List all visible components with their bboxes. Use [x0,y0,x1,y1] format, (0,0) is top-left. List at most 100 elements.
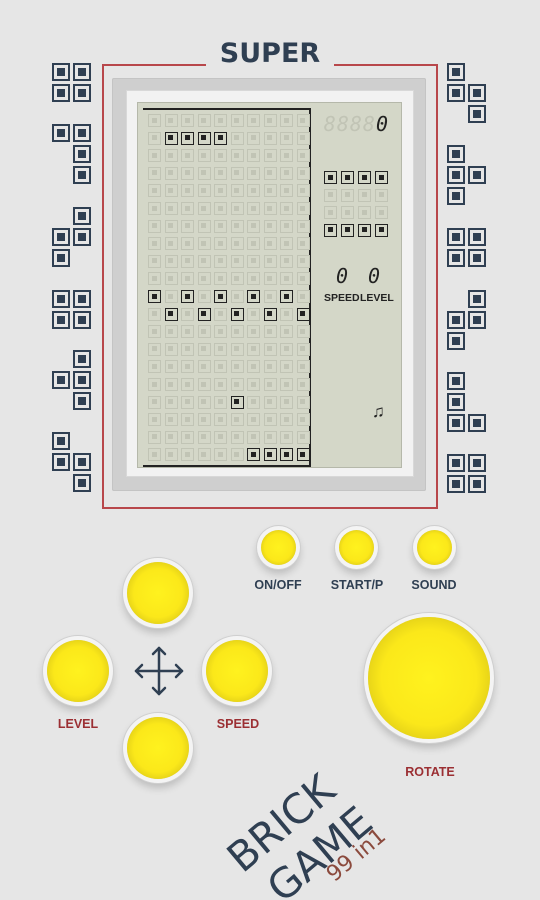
up-button[interactable] [127,562,189,624]
brick-cell [296,149,310,163]
brick-cell [148,149,161,163]
brick-cell [230,448,244,462]
level-value: 0 [368,264,381,288]
decor-brick [447,145,465,163]
next-cell-on [358,171,371,184]
brick-cell [164,342,178,356]
brick-cell [148,184,161,198]
brick-cell [280,378,293,391]
brick-cell [148,430,161,444]
sound-button[interactable] [417,530,452,565]
brick-cell [263,149,277,163]
brick-cell [197,448,211,462]
brick-cell [296,430,310,444]
on-off-button[interactable] [261,530,296,565]
decor-brick [468,454,486,472]
brick-cell [230,430,244,444]
next-cell-on [375,223,388,237]
brick-cell [164,166,178,180]
brick-cell [280,413,293,427]
brick-cell [247,166,260,180]
brick-cell [148,395,161,409]
brick-cell [197,325,211,339]
next-cell-on [324,171,337,184]
decor-brick [468,475,486,493]
next-cell-on [375,171,388,184]
brick-cell [280,184,293,198]
brick-cell [280,254,293,268]
brick-cell [164,254,178,268]
brick-cell [148,413,161,427]
brick-cell [296,237,310,251]
brick-cell [197,360,211,374]
next-cell-on [341,171,354,184]
brick-cell [280,202,293,215]
brick-cell [148,166,161,180]
playfield [143,108,311,467]
brick-cell-on [296,448,310,462]
decor-brick [447,393,465,411]
brick-cell-on [296,307,310,321]
brick-cell-on [214,290,227,303]
decor-brick [73,124,91,142]
brick-cell [247,114,260,127]
next-cell [358,188,371,202]
decor-brick [73,311,91,329]
decor-brick [447,332,465,350]
brick-cell [197,272,211,286]
down-button[interactable] [127,717,189,779]
brick-cell [296,325,310,339]
decor-brick [52,124,70,142]
brick-cell [230,254,244,268]
brick-cell [181,378,194,391]
decor-brick [73,145,91,163]
brick-cell [181,149,194,163]
brick-cell [181,307,194,321]
brick-cell [280,237,293,251]
brick-cell [280,114,293,127]
speed-value: 0 [336,264,349,288]
next-cell [324,206,337,219]
brick-cell [197,184,211,198]
decor-brick [447,249,465,267]
next-cell [341,188,354,202]
brick-cell [296,378,310,391]
brick-cell [197,395,211,409]
brick-cell [214,307,227,321]
brick-cell [197,378,211,391]
brick-cell [296,219,310,233]
decor-brick [447,63,465,81]
brick-cell [197,254,211,268]
brick-cell [263,202,277,215]
brick-cell [197,290,211,303]
decor-brick [447,454,465,472]
decor-brick [73,453,91,471]
decor-brick [52,371,70,389]
brick-cell [280,395,293,409]
brick-cell [263,342,277,356]
brick-cell [230,272,244,286]
brick-cell [197,166,211,180]
brick-cell [214,395,227,409]
decor-brick [447,166,465,184]
decor-brick [73,392,91,410]
decor-brick [73,166,91,184]
brick-cell [181,342,194,356]
brick-cell [197,149,211,163]
brick-cell [214,325,227,339]
decor-brick [468,414,486,432]
brick-cell [197,202,211,215]
brick-cell [214,272,227,286]
level-button[interactable] [47,640,109,702]
decor-brick [73,290,91,308]
brick-cell-on [197,307,211,321]
rotate-button[interactable] [368,617,490,739]
brick-cell [214,149,227,163]
decor-brick [447,187,465,205]
speed-button[interactable] [206,640,268,702]
brick-cell [263,219,277,233]
start-pause-button[interactable] [339,530,374,565]
brick-cell [197,219,211,233]
brick-cell-on [214,131,227,145]
brick-cell [296,360,310,374]
